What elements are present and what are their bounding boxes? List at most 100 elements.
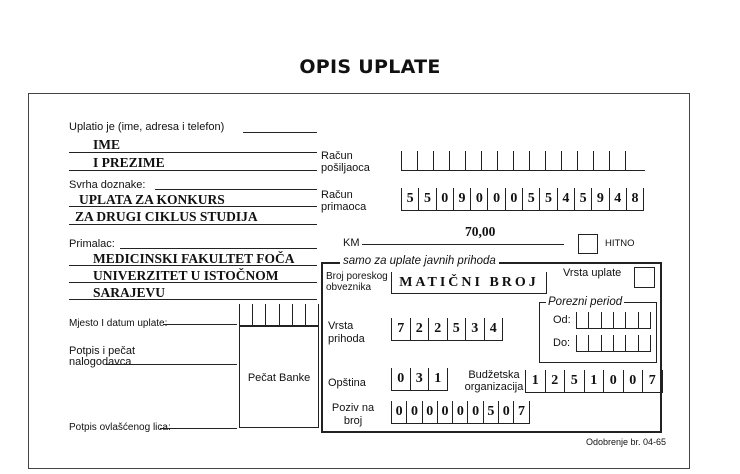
payment-type-label: Vrsta uplate — [563, 267, 622, 279]
reference-label: Poziv na broj — [331, 402, 375, 427]
digit-cell: 5 — [484, 401, 500, 423]
tax-period-to-label: Do: — [553, 337, 571, 349]
digit-cell: 5 — [565, 370, 585, 392]
payer-label-line — [243, 132, 317, 134]
municipality-label: Opština — [328, 377, 366, 389]
tax-period-label: Porezni period — [546, 296, 625, 308]
digit-cell: 0 — [407, 401, 423, 423]
digit-cell: 8 — [627, 188, 645, 210]
tax-number-value: MATIČNI BROJ — [399, 275, 539, 290]
place-date-box[interactable] — [239, 304, 319, 326]
digit-cell: 4 — [558, 188, 575, 210]
digit-cell: 2 — [411, 318, 429, 340]
signature-label: Potpis i pečat nalogodavca — [69, 345, 136, 368]
purpose-label: Svrha doznake: — [69, 179, 146, 191]
digit-cell: 1 — [585, 370, 604, 392]
digit-cell: 2 — [429, 318, 448, 340]
bank-stamp-label: Pečat Banke — [247, 372, 311, 384]
payment-form — [28, 93, 690, 469]
digit-cell: 1 — [429, 368, 448, 390]
digit-cell: 0 — [438, 401, 454, 423]
digit-cell: 7 — [514, 401, 530, 423]
payer-name-line2[interactable]: I PREZIME — [93, 155, 165, 170]
page-title: OPIS UPLATE — [299, 56, 441, 78]
digit-cell: 4 — [485, 318, 503, 340]
sender-account-baseline — [401, 170, 645, 172]
purpose-line1[interactable]: UPLATA ZA KONKURS — [79, 192, 225, 207]
payer-line-1 — [69, 152, 317, 154]
recipient-line3[interactable]: SARAJEVU — [93, 285, 166, 300]
digit-cell: 3 — [466, 318, 485, 340]
tax-number-label: Broj poreskog obveznika — [326, 271, 388, 293]
recipient-account-label: Račun primaoca — [321, 189, 367, 213]
digit-cell: 0 — [604, 370, 624, 392]
tax-period-to-field[interactable] — [576, 335, 651, 352]
amount-value[interactable]: 70,00 — [465, 224, 496, 239]
digit-cell: 1 — [526, 370, 546, 392]
recipient-line2[interactable]: UNIVERZITET U ISTOČNOM — [93, 268, 279, 283]
revenue-type-label: Vrsta prihoda — [328, 320, 365, 345]
recipient-label-line — [120, 248, 317, 250]
authorized-signature-label: Potpis ovlašćenog lica: — [69, 422, 171, 433]
signature-line — [106, 364, 237, 366]
sender-account-label: Račun pošiljaoca — [321, 150, 370, 174]
recipient-line-3 — [69, 299, 317, 301]
digit-cell: 0 — [392, 368, 411, 390]
digit-cell: 0 — [499, 401, 515, 423]
bank-stamp-box — [239, 326, 319, 428]
public-revenue-label: samo za uplate javnih prihoda — [340, 255, 499, 267]
payment-type-box[interactable] — [634, 267, 655, 288]
urgent-label: HITNO — [605, 238, 635, 249]
digit-cell: 0 — [453, 401, 469, 423]
place-date-line — [163, 324, 237, 326]
purpose-line-2 — [69, 224, 317, 226]
digit-cell: 4 — [610, 188, 627, 210]
digit-cell: 9 — [454, 188, 472, 210]
digit-cell: 3 — [411, 368, 429, 390]
sender-account-field[interactable] — [401, 151, 627, 171]
digit-cell: 5 — [523, 188, 541, 210]
recipient-label: Primalac: — [69, 238, 115, 250]
digit-cell: 2 — [546, 370, 565, 392]
digit-cell: 0 — [624, 370, 643, 392]
digit-cell: 5 — [419, 188, 437, 210]
digit-cell: 0 — [437, 188, 454, 210]
currency-label: KM — [343, 237, 360, 249]
authorized-signature-line — [160, 428, 237, 430]
purpose-line-1 — [69, 206, 317, 208]
payer-name-line1[interactable]: IME — [93, 137, 120, 152]
digit-cell: 0 — [423, 401, 438, 423]
digit-cell: 0 — [488, 188, 506, 210]
digit-cell: 0 — [471, 188, 489, 210]
digit-cell: 7 — [392, 318, 411, 340]
recipient-line-2 — [69, 282, 317, 284]
purpose-line2[interactable]: ZA DRUGI CIKLUS STUDIJA — [75, 209, 258, 224]
recipient-line1[interactable]: MEDICINSKI FAKULTET FOČA — [93, 251, 295, 266]
digit-cell: 7 — [643, 370, 663, 392]
tax-period-from-field[interactable] — [576, 312, 651, 329]
digit-cell: 5 — [575, 188, 593, 210]
digit-cell: 0 — [392, 401, 408, 423]
digit-cell: 5 — [402, 188, 420, 210]
digit-cell: 5 — [448, 318, 466, 340]
digit-cell: 0 — [506, 188, 524, 210]
digit-cell: 5 — [540, 188, 558, 210]
tax-number-field[interactable]: MATIČNI BROJ — [391, 272, 547, 294]
tax-period-from-label: Od: — [553, 314, 571, 326]
digit-cell: 0 — [468, 401, 484, 423]
payer-label: Uplatio je (ime, adresa i telefon) — [69, 121, 225, 133]
urgent-checkbox[interactable] — [578, 234, 598, 254]
recipient-line-1 — [69, 265, 317, 267]
purpose-label-line — [155, 189, 317, 191]
budget-org-label: Budžetska organizacija — [464, 369, 524, 393]
payer-line-2 — [69, 170, 317, 172]
place-date-label: Mjesto I datum uplate: — [69, 318, 168, 329]
approval-note: Odobrenje br. 04-65 — [586, 437, 667, 447]
amount-line — [362, 244, 564, 246]
digit-cell: 9 — [592, 188, 610, 210]
